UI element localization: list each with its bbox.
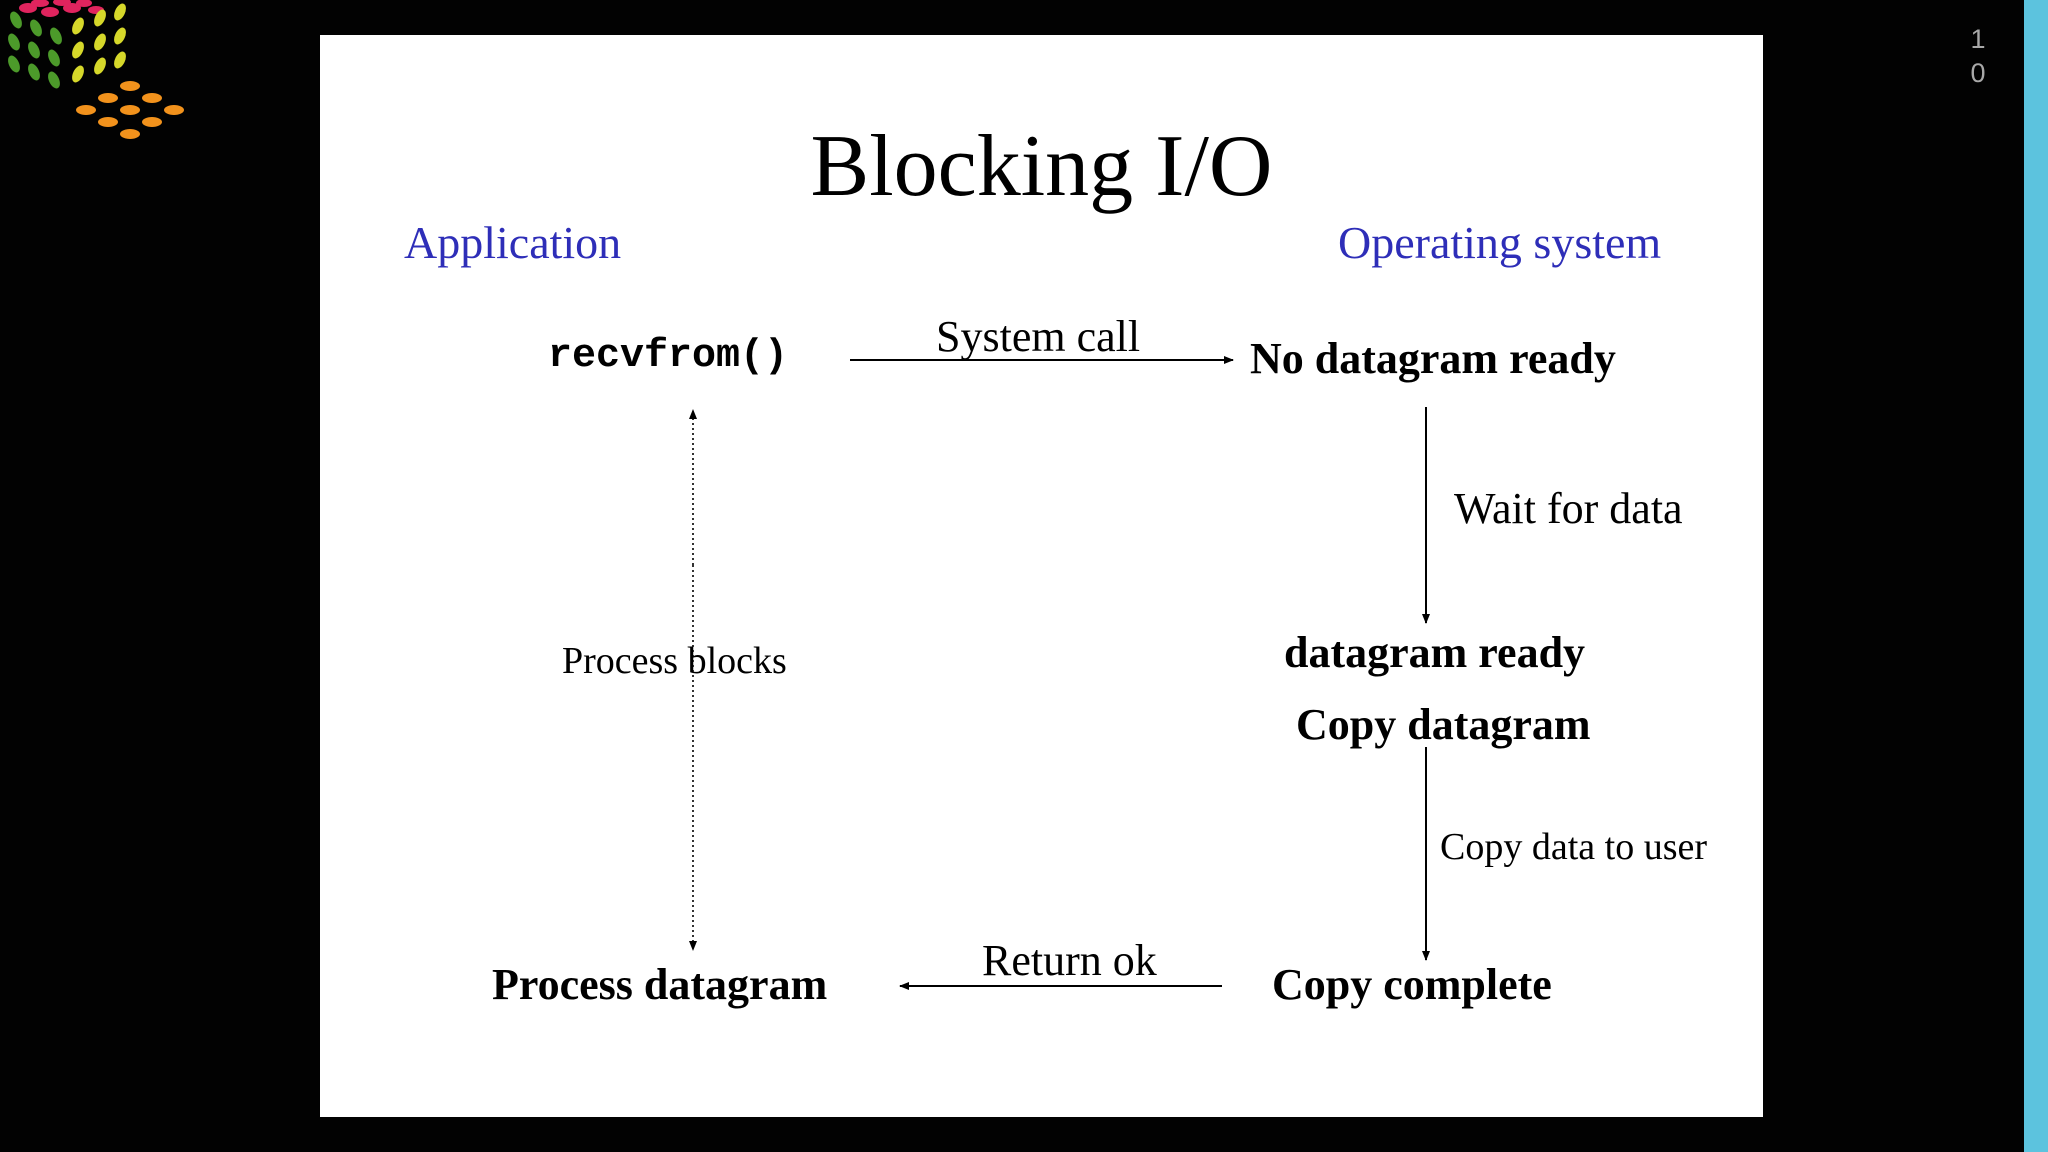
logo-dots-icon — [8, 0, 184, 139]
wait-for-data-label: Wait for data — [1454, 484, 1683, 533]
slide: Blocking I/O Application Operating syste… — [320, 35, 1763, 1117]
diagram-arrows — [689, 356, 1430, 990]
application-heading: Application — [404, 217, 622, 268]
datagram-ready-label: datagram ready — [1284, 628, 1586, 677]
system-call-label: System call — [936, 312, 1141, 361]
operating-system-heading: Operating system — [1338, 217, 1662, 268]
copy-datagram-label: Copy datagram — [1296, 700, 1591, 749]
slide-title: Blocking I/O — [810, 118, 1273, 215]
right-edge-strip — [2024, 0, 2048, 1152]
no-datagram-ready-label: No datagram ready — [1250, 334, 1616, 383]
copy-complete-label: Copy complete — [1272, 960, 1552, 1009]
return-ok-label: Return ok — [982, 936, 1157, 985]
recvfrom-label: recvfrom() — [548, 334, 789, 379]
process-datagram-label: Process datagram — [492, 960, 828, 1009]
page-number: 1 0 — [1970, 24, 1986, 88]
process-blocks-label: Process blocks — [562, 640, 787, 682]
copy-data-to-user-label: Copy data to user — [1440, 826, 1708, 868]
